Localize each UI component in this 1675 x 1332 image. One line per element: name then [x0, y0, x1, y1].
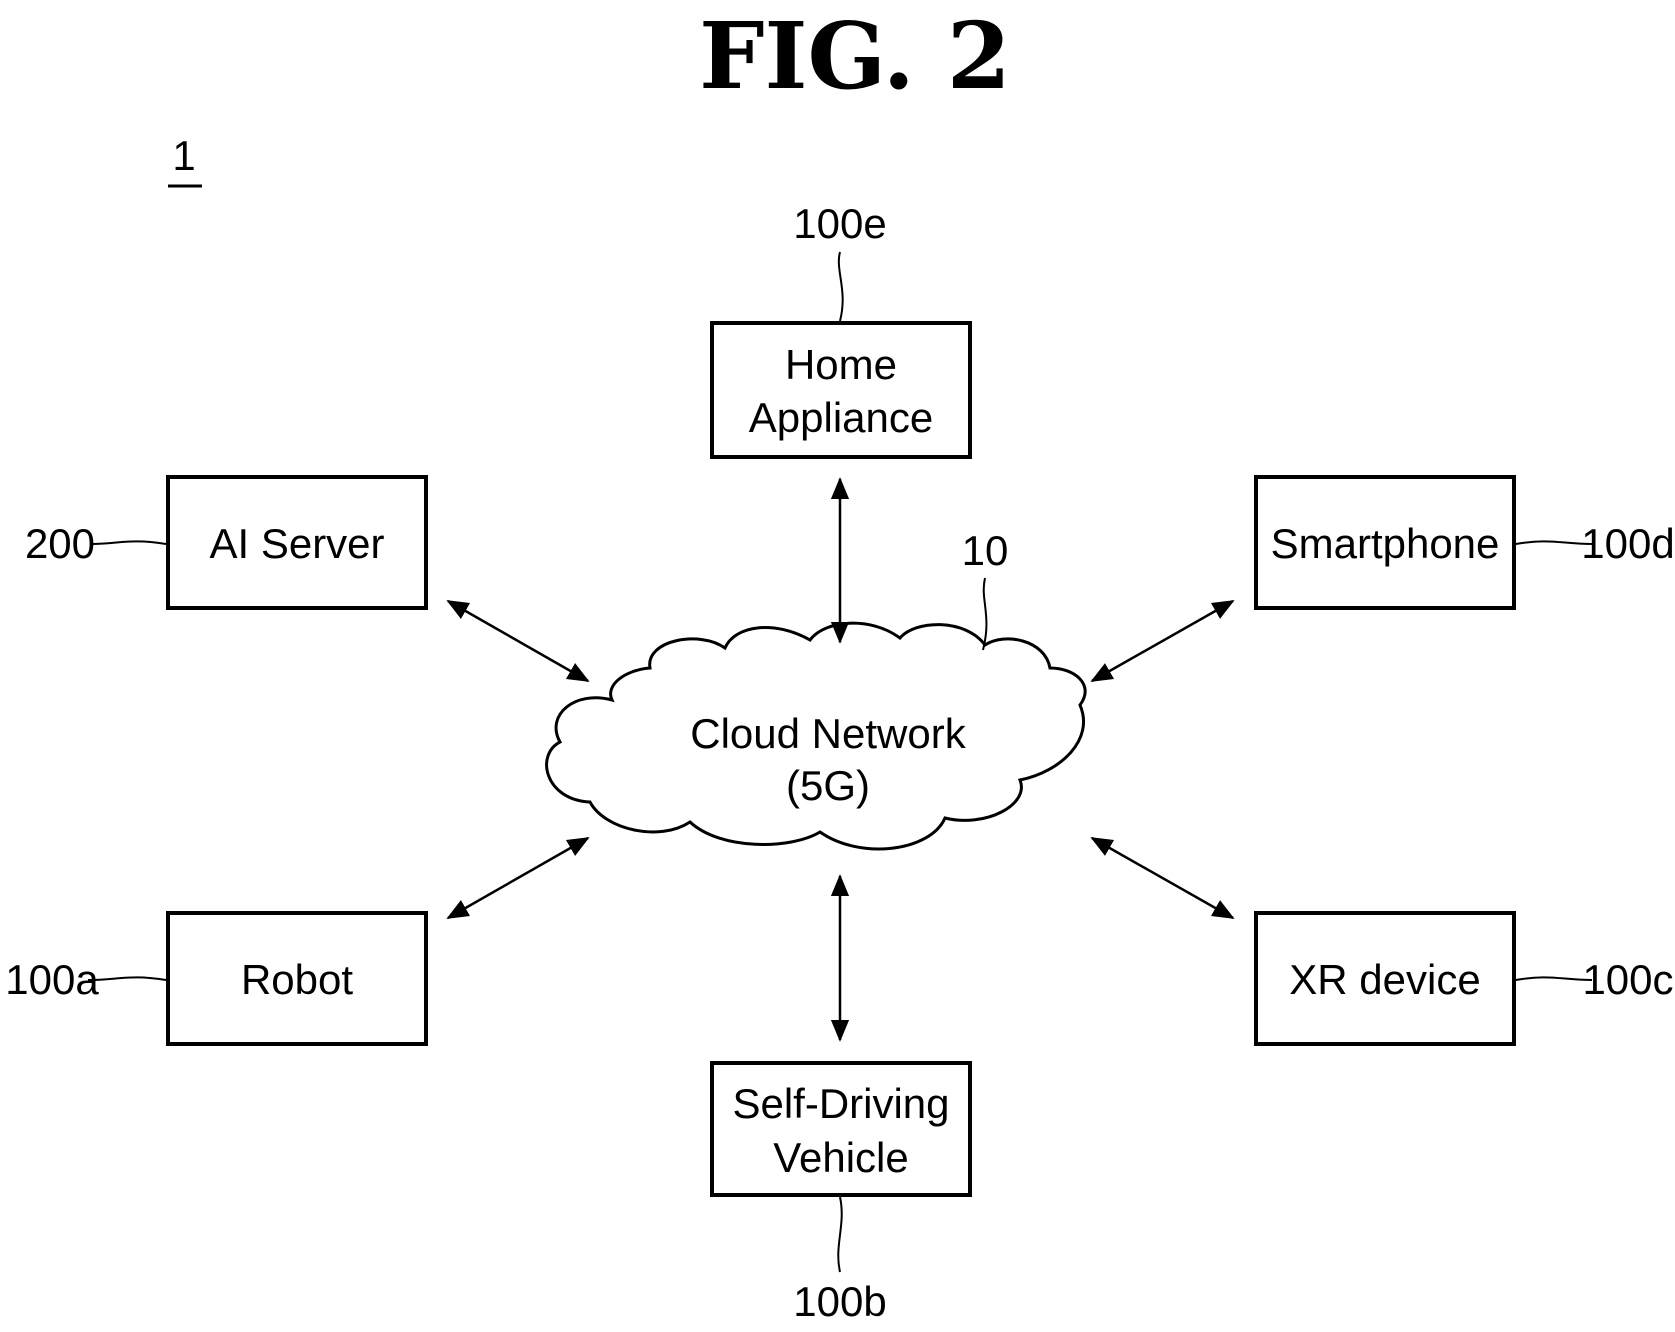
home-appliance-label-line1: Home — [785, 341, 897, 388]
robot-label: Robot — [241, 956, 353, 1003]
link-robot-cloud — [448, 838, 588, 918]
link-ai-server-cloud — [448, 601, 588, 681]
cloud-network-leader — [983, 578, 986, 650]
cloud-network-ref: 10 — [962, 527, 1009, 574]
cloud-network-label-line1: Cloud Network — [690, 710, 966, 757]
system-reference-numeral: 1 — [172, 132, 195, 179]
self-driving-vehicle-ref: 100b — [793, 1278, 886, 1325]
link-xr-device-cloud — [1092, 838, 1233, 918]
robot-ref: 100a — [5, 956, 99, 1003]
xr-device-label: XR device — [1289, 956, 1480, 1003]
robot-leader — [88, 977, 166, 980]
ai-server-leader — [92, 541, 166, 544]
home-appliance-label-line2: Appliance — [749, 394, 933, 441]
smartphone-label: Smartphone — [1271, 520, 1500, 567]
cloud-network-label-line2: (5G) — [786, 762, 870, 809]
xr-device-ref: 100c — [1582, 956, 1673, 1003]
ai-server-label: AI Server — [209, 520, 384, 567]
link-smartphone-cloud — [1092, 601, 1233, 681]
xr-device-leader — [1516, 977, 1592, 980]
self-driving-vehicle-leader — [838, 1197, 841, 1272]
self-driving-vehicle-label-line2: Vehicle — [773, 1134, 908, 1181]
figure-title: FIG. 2 — [699, 2, 1011, 110]
ai-server-ref: 200 — [25, 520, 95, 567]
smartphone-ref: 100d — [1581, 520, 1674, 567]
self-driving-vehicle-label-line1: Self-Driving — [732, 1080, 949, 1127]
home-appliance-leader — [839, 252, 843, 321]
home-appliance-ref: 100e — [793, 200, 886, 247]
